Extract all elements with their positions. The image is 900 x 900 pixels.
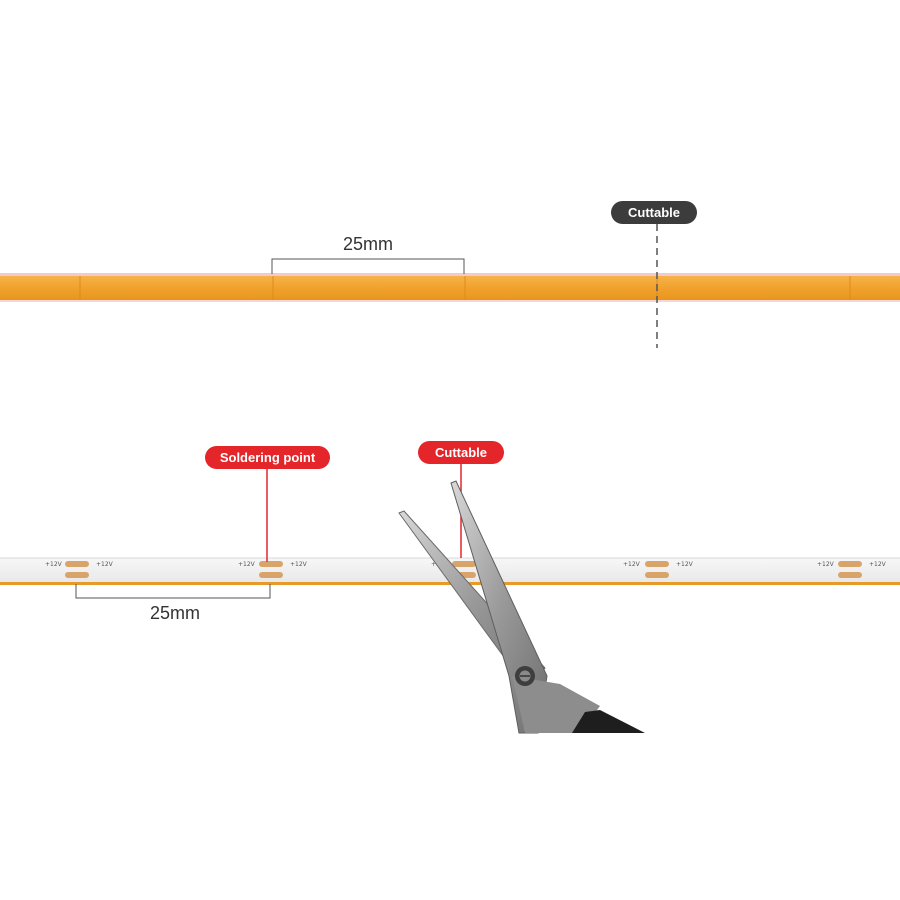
- svg-text:+12V: +12V: [817, 561, 835, 568]
- solder-pad-group: +12V +12V: [817, 561, 887, 578]
- top-led-strip: [0, 273, 900, 302]
- svg-text:+12V: +12V: [676, 561, 694, 568]
- top-measure-bracket: [271, 258, 465, 274]
- scissors-icon: [398, 480, 645, 734]
- measure-label-top: 25mm: [342, 234, 393, 254]
- soldering-point-badge: Soldering point: [205, 446, 330, 469]
- svg-text:+12V: +12V: [623, 561, 641, 568]
- solder-pad-group: +12V +12V: [45, 561, 114, 578]
- svg-text:+12V: +12V: [45, 561, 63, 568]
- solder-pad-group: +12V +12V: [623, 561, 694, 578]
- svg-text:+12V: +12V: [238, 561, 256, 568]
- svg-text:+12V: +12V: [290, 561, 308, 568]
- svg-text:+12V: +12V: [869, 561, 887, 568]
- solder-pad-group: +12V +12V: [238, 561, 308, 578]
- cuttable-badge-top: Cuttable: [611, 201, 697, 224]
- svg-text:+12V: +12V: [96, 561, 114, 568]
- bottom-measure-bracket: [75, 584, 271, 599]
- cuttable-badge-bottom: Cuttable: [418, 441, 504, 464]
- measure-label-bottom: 25mm: [149, 603, 200, 623]
